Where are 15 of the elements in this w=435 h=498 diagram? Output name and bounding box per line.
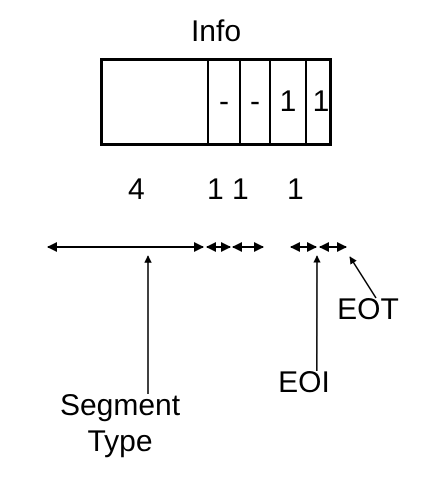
field-label: Segment Type (40, 388, 200, 460)
bit-width-label: 1 (207, 172, 224, 208)
register-field: 1 (307, 61, 335, 143)
leader-line (144, 255, 152, 394)
register-title: Info (190, 14, 242, 50)
register-field: 1 (271, 61, 307, 143)
bit-width-label: 4 (128, 172, 145, 208)
bit-width-label: 1 (232, 172, 249, 208)
leader-line (349, 256, 377, 298)
register-field: - (209, 61, 241, 143)
field-label: EOI (272, 365, 336, 401)
field-label: EOT (328, 292, 408, 328)
bit-width-label: 1 (287, 172, 304, 208)
leader-line (313, 255, 321, 371)
register-field: - (241, 61, 271, 143)
